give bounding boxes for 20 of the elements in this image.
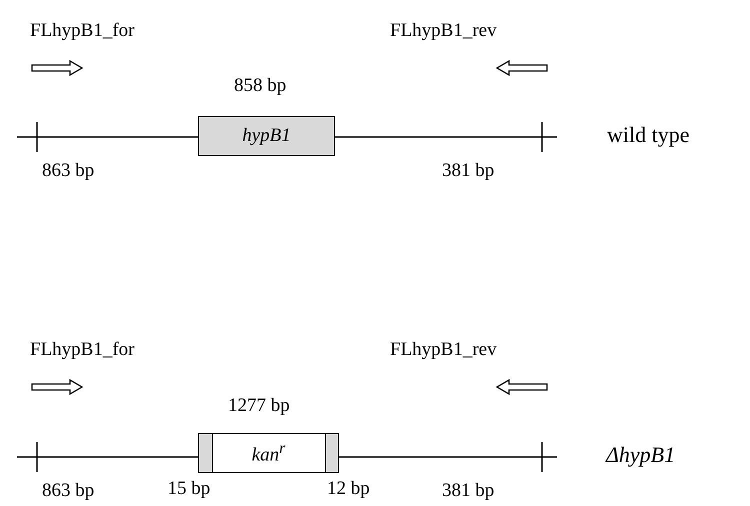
length-label: 381 bp (442, 161, 494, 180)
strain-label: wild type (607, 124, 690, 146)
flank-bar (325, 432, 339, 472)
length-label: 12 bp (327, 478, 370, 498)
flank-bar (198, 432, 212, 472)
primer-name: FLhypB1_rev (390, 340, 497, 359)
length-label: 863 bp (42, 161, 94, 180)
primer-name: FLhypB1_for (30, 340, 134, 359)
strain-label: ΔhypB1 (606, 444, 676, 466)
length-label: 381 bp (442, 481, 494, 500)
gene-name: hypB1 (242, 125, 291, 147)
gene-box (198, 433, 339, 473)
length-label: 858 bp (234, 76, 286, 95)
gene-name: kan$^{r}$ (252, 440, 286, 466)
primer-name: FLhypB1_rev (390, 21, 497, 40)
length-label: 1277 bp (228, 396, 290, 415)
primer-name: FLhypB1_for (30, 21, 134, 40)
gene-box (198, 116, 335, 156)
length-label: 863 bp (42, 481, 94, 500)
length-label: 15 bp (168, 478, 210, 498)
